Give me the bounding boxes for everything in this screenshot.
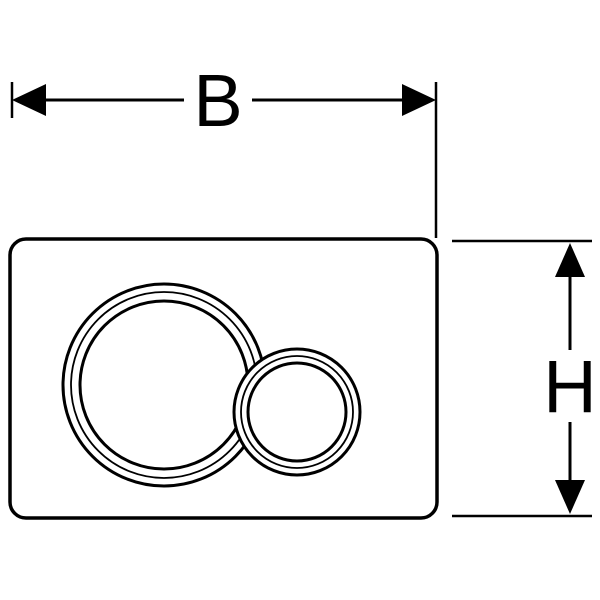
arrow-left-icon — [12, 84, 46, 116]
height-dimension: H — [452, 239, 597, 518]
width-dimension: B — [10, 59, 438, 238]
large-flush-button — [61, 282, 267, 488]
arrow-up-icon — [555, 243, 585, 277]
width-dimension-label: B — [193, 59, 242, 142]
small-button-inner-ring — [246, 361, 348, 463]
large-button-outer-ring — [61, 282, 267, 488]
arrow-right-icon — [402, 84, 436, 116]
arrow-down-icon — [555, 480, 585, 514]
small-button-outer-ring — [232, 347, 362, 477]
small-button-mid-ring — [240, 355, 354, 469]
flush-plate-outline — [8, 237, 439, 520]
flush-plate — [8, 237, 439, 520]
large-button-mid-ring — [70, 291, 258, 479]
height-dimension-label: H — [543, 345, 596, 428]
small-flush-button — [232, 347, 362, 477]
large-button-inner-ring — [78, 299, 250, 471]
